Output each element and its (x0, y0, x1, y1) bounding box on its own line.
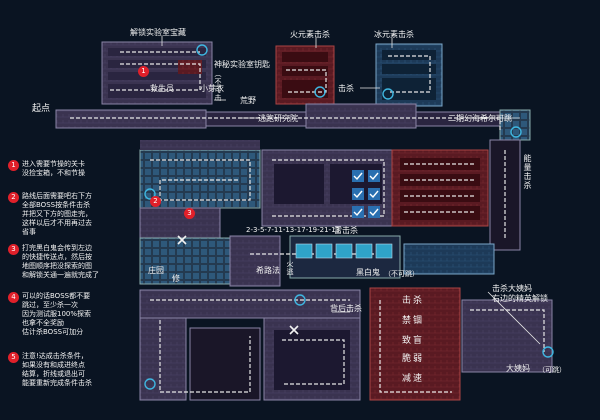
legend-badge: 4 (8, 292, 19, 303)
map-badge-1: 1 (138, 66, 149, 77)
legend-line: 结算，折线或退出可 (22, 370, 85, 378)
label-fire-escape: 火逃 (286, 260, 294, 276)
label-back-kill: 背后击杀 (330, 304, 362, 313)
bottom-left (139, 289, 361, 401)
label-sequence: 2-3-5-7-11-13-17-19-21-13 (246, 226, 340, 234)
legend-line: 的快捷传送点，然后按 (22, 253, 92, 261)
legend-line: 没捡宝箱，不和节操 (22, 169, 85, 177)
label-kill-1: 击杀 (338, 84, 354, 93)
teleport-points (144, 44, 554, 390)
label-secret-key: 神秘实验室钥匙 (214, 60, 270, 69)
legend-item-1: 1 进入需要节操的关卡 没捡宝箱，不和节操 (8, 160, 128, 178)
legend-line: 全部BOSS按条件击杀 (22, 201, 91, 209)
legend-line: 路线后面需要吧右下方 (22, 192, 92, 200)
legend-line: 和解锁关通一遍就完成了 (22, 271, 99, 279)
portal-tiles (295, 243, 393, 259)
label-repair: 修 (172, 274, 180, 283)
legend-line: 打完黑白鬼会传到左边 (22, 244, 92, 252)
legend-line: 如果没有和成进终点 (22, 361, 85, 369)
boss-conditions (369, 287, 553, 401)
map-badge-3: 3 (184, 208, 195, 219)
label-phantom: 二期幻海希尔可跳 (448, 114, 512, 123)
condition-fragile: 脆弱 (401, 354, 424, 364)
map-badge-2: 2 (150, 196, 161, 207)
label-unlock-elite: 右边的精英解锁 (492, 294, 548, 303)
legend-item-3: 3 打完黑白鬼会传到左边 的快捷传送点，然后按 地图顺序把没探索的图 和解锁关通… (8, 244, 128, 280)
ice-room (375, 43, 443, 107)
legend-line: 可以的话BOSS都不要 (22, 292, 91, 300)
label-small-buds: 小芽衣 (200, 84, 224, 93)
label-escape-lab: 逃跑研究院 (258, 114, 298, 123)
condition-slow: 减速 (401, 374, 424, 384)
label-ice-kill: 冰元素击杀 (374, 30, 414, 39)
x-markers (177, 235, 299, 335)
main-corridor (55, 103, 531, 141)
legend-line: 也拿不全奖励 (22, 319, 64, 327)
legend-line: 这样以后才不用再过去 (22, 219, 92, 227)
legend-line: 地图顺序把没探索的图 (22, 262, 92, 270)
condition-imprison: 禁锢 (401, 316, 424, 326)
label-fire-kill: 火元素击杀 (290, 30, 330, 39)
fire-room (275, 45, 335, 105)
red-chamber (178, 60, 202, 74)
label-big-mom-note: （可跳） (538, 366, 566, 374)
condition-kill: 击杀 (401, 296, 424, 306)
legend-item-5: 5 注意!达成击杀条件， 如果没有和成进终点 结算，折线或退出可 能要重新完成条… (8, 352, 128, 388)
legend-badge: 2 (8, 192, 19, 203)
legend-line: 并把又下方的图走完， (22, 210, 92, 218)
legend-item-2: 2 路线后面需要吧右下方 全部BOSS按条件击杀 并把又下方的图走完， 这样以后… (8, 192, 128, 237)
legend-line: 能要重新完成条件击杀 (22, 379, 92, 387)
check-boxes (352, 170, 380, 218)
label-pointers (161, 36, 541, 345)
legend-line: 估计杀BOSS可加分 (22, 328, 84, 336)
condition-blind: 致盲 (401, 336, 424, 346)
legend-line: 因为测试服100%探索 (22, 310, 92, 318)
label-start: 起点 (32, 104, 51, 114)
legend-badge: 1 (8, 160, 19, 171)
label-big-mom: 大姨妈 (506, 364, 530, 373)
legend-item-4: 4 可以的话BOSS都不要 跳过，至少杀一次 因为测试服100%探索 也拿不全奖… (8, 292, 128, 337)
label-treasure-room: 解锁实验室宝藏 (130, 28, 186, 37)
label-manor: 庄园 (148, 266, 164, 275)
legend-line: 注意!达成击杀条件， (22, 352, 88, 360)
legend-line: 省事 (22, 228, 36, 236)
label-energy-kill: 能量击杀 (523, 154, 532, 190)
legend-line: 跳过，至少杀一次 (22, 301, 78, 309)
label-wasteland: 荒野 (240, 96, 256, 105)
label-thunder-kill: 雷击杀 (334, 226, 358, 235)
label-not-killable: （不可跳） (384, 270, 419, 278)
legend-line: 进入需要节操的关卡 (22, 160, 85, 168)
legend-badge: 5 (8, 352, 19, 363)
label-hope: 希路法 (256, 266, 280, 275)
label-kill-big-mom: 击杀大姨妈 (492, 284, 532, 293)
legend-badge: 3 (8, 244, 19, 255)
label-small-buds-note: （不可击 (214, 70, 222, 102)
label-black-white: 黑白鬼 (356, 268, 380, 277)
label-rescuer: 救生员 (150, 84, 174, 93)
route-lines (70, 51, 545, 393)
